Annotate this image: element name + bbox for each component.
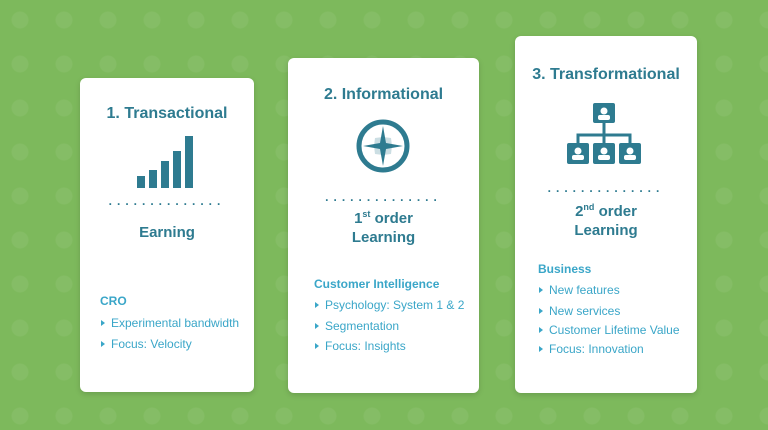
order-text: order (370, 210, 413, 227)
list-heading: Business (538, 262, 592, 276)
card-title: 2. Informational (323, 86, 444, 103)
list-item: New services (539, 304, 620, 318)
card-title: 1. Transactional (106, 105, 228, 122)
order-suffix: nd (583, 202, 595, 212)
list-item: Segmentation (315, 319, 399, 333)
learning-text: Learning (574, 222, 638, 239)
list-item: Experimental bandwidth (101, 316, 239, 330)
dotted-divider: .............. (325, 190, 442, 204)
dotted-divider: .............. (108, 194, 226, 208)
learning-text: Learning (351, 229, 416, 246)
dotted-divider: .............. (547, 181, 665, 195)
outcome-label: Earning (139, 224, 195, 241)
list-item: Customer Lifetime Value (539, 323, 680, 337)
order-number: 2 (575, 203, 584, 220)
bar-chart-icon (137, 136, 193, 188)
org-chart-icon (567, 103, 641, 164)
list-heading: Customer Intelligence (314, 277, 440, 291)
card-informational: 2. Informational .............. 1st orde… (288, 58, 479, 393)
list-item: Focus: Velocity (101, 337, 192, 351)
list-item: New features (539, 283, 620, 297)
list-item: Psychology: System 1 & 2 (315, 298, 464, 312)
order-number: 1 (354, 210, 363, 227)
order-suffix: st (362, 209, 371, 219)
card-transactional: 1. Transactional .............. Earning … (80, 78, 254, 392)
compass-icon (356, 119, 410, 173)
card-transformational: 3. Transformational .............. 2nd o… (515, 36, 697, 393)
list-item: Focus: Innovation (539, 342, 644, 356)
list-item: Focus: Insights (315, 339, 406, 353)
list-heading: CRO (100, 294, 127, 308)
order-text: order (594, 203, 637, 220)
card-title: 3. Transformational (532, 66, 680, 83)
